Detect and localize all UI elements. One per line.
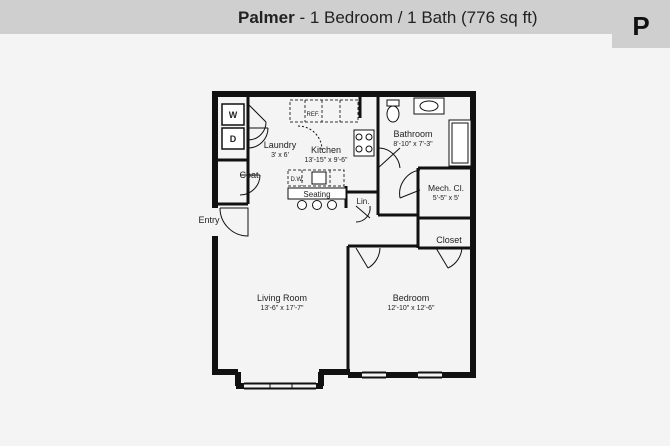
kitchen-dims: 13'-15" x 9'-6" xyxy=(304,157,348,164)
coat-label: Coat xyxy=(239,170,259,180)
seating-label: Seating xyxy=(303,190,330,199)
living-room-dims: 13'-6" x 17'-7" xyxy=(260,305,304,312)
bathroom-fixtures xyxy=(386,97,472,167)
bedroom-dims: 12'-10" x 12'-6" xyxy=(388,305,435,312)
plan-badge: P xyxy=(612,0,670,48)
entry-label: Entry xyxy=(198,215,220,225)
page-title: Palmer - 1 Bedroom / 1 Bath (776 sq ft) xyxy=(238,8,538,28)
plan-details: - 1 Bedroom / 1 Bath (776 sq ft) xyxy=(299,8,538,27)
interior-walls xyxy=(216,96,472,373)
windows xyxy=(244,373,442,388)
bedroom-label: Bedroom xyxy=(393,293,430,303)
laundry-label: Laundry xyxy=(264,140,297,150)
kitchen-label: Kitchen xyxy=(311,145,341,155)
bar-stools xyxy=(297,200,337,210)
room-labels: W D Laundry 3' x 6' REF. Kitchen 13'-15"… xyxy=(198,110,463,312)
bathroom-label: Bathroom xyxy=(393,129,432,139)
mech-closet-label: Mech. Cl. xyxy=(428,183,464,193)
washer-dryer xyxy=(221,103,245,150)
washer-label: W xyxy=(229,110,238,120)
bathroom-dims: 8'-10" x 7'-3" xyxy=(393,141,433,148)
kitchen-counters xyxy=(287,99,359,187)
kitchen-sink-icon xyxy=(311,171,327,185)
dryer-label: D xyxy=(230,134,237,144)
closet-label: Closet xyxy=(436,235,462,245)
refrigerator-label: REF. xyxy=(306,112,319,118)
laundry-dims: 3' x 6' xyxy=(271,152,289,159)
living-room-label: Living Room xyxy=(257,293,307,303)
dishwasher-label: D.W. xyxy=(291,177,304,183)
header-bar xyxy=(0,0,670,34)
window-lines xyxy=(244,371,442,390)
door-swings xyxy=(219,103,463,269)
mech-closet-dims: 5'-5" x 5' xyxy=(433,195,460,202)
seating-bar xyxy=(287,187,347,200)
linen-label: Lin. xyxy=(357,197,370,206)
stove-icon xyxy=(353,129,375,157)
plan-name: Palmer xyxy=(238,8,295,27)
